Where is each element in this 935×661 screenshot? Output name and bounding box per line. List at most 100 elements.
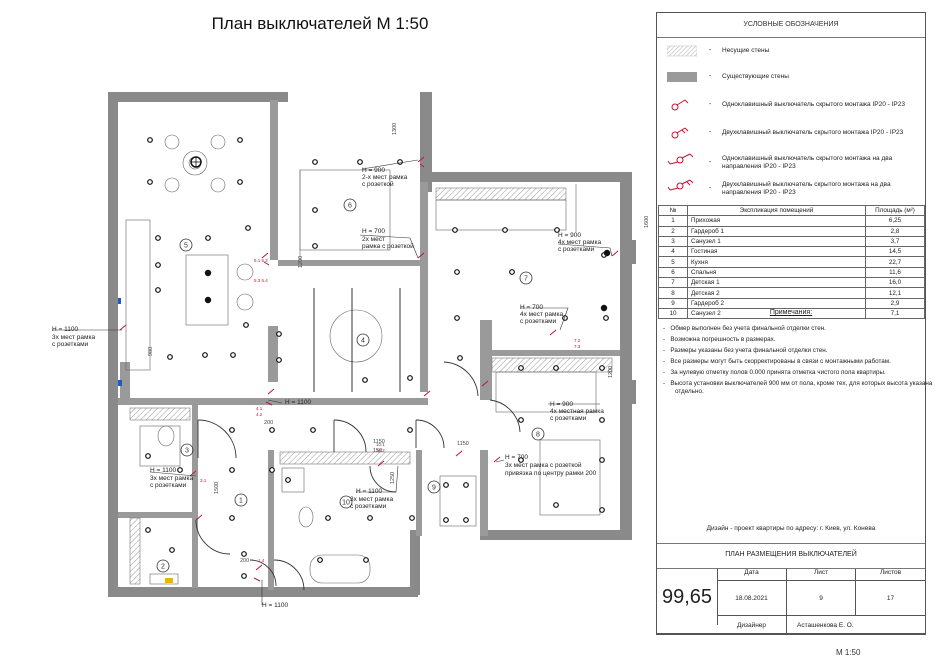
notes-title: Примечания: (769, 309, 813, 316)
light-points (145, 137, 609, 579)
annotation-line: 3х мест рамка (52, 334, 95, 341)
dim-label: 1300 (392, 123, 398, 135)
annotation-line: с розетками (350, 503, 387, 510)
table-header-row: № Экспликация помещений Площадь (м²) (658, 204, 925, 217)
dim-label: 200 (264, 420, 273, 426)
hatch-icon (667, 45, 697, 57)
note-item: - Возможна погрешность в размерах. (663, 336, 776, 343)
room-number: 8 (536, 432, 540, 439)
title-block: УСЛОВНЫЕ ОБОЗНАЧЕНИЯ - Несущие стены - С… (656, 12, 932, 634)
sheet-number: 9 (786, 580, 856, 616)
designer-name: Асташенкова Е. О. (786, 615, 926, 634)
annotation-h: H = 900 (550, 401, 573, 408)
annotation-h: H = 700 (520, 304, 543, 311)
dim-label: 1500 (214, 482, 220, 494)
annotation-h: H = 700 (505, 454, 528, 461)
svg-text:7.2: 7.2 (574, 338, 581, 343)
dim-label: 1200 (608, 366, 614, 378)
single-switch-icon (671, 99, 689, 111)
dim-label: 1150 (373, 439, 385, 445)
svg-text:4.1: 4.1 (256, 406, 263, 411)
annotation-h: H = 1100 (356, 488, 382, 495)
room-number: 10 (342, 500, 350, 507)
annotation-line: с розетками (150, 482, 187, 489)
legend-text: Существующие стены (722, 73, 789, 80)
annotation-line: с розетками (558, 246, 595, 253)
scale-label: М 1:50 (836, 648, 861, 657)
gray-fill-icon (667, 72, 697, 82)
interior-walls (118, 100, 620, 590)
room-number: 1 (239, 498, 243, 505)
room-number: 3 (185, 448, 189, 455)
floor-plan: 5.1 5.25.3 5.4 7.27.3 4.14.2 10.110.2 3.… (52, 92, 650, 609)
note-item: - Все размеры могут быть скорректированы… (663, 358, 891, 365)
sheets-total: 17 (855, 580, 925, 616)
annotation-h: H = 1100 (150, 467, 176, 474)
spot-lights (204, 249, 611, 312)
svg-text:4.2: 4.2 (256, 412, 263, 417)
annotation-line: с розетками (52, 341, 89, 348)
date-value: 18.08.2021 (717, 580, 787, 616)
annotation-line: 3х мест рамка с розеткой (505, 461, 582, 469)
annotation-h: H = 900 (558, 232, 581, 239)
dim-label: 1600 (644, 216, 650, 228)
legend-text: Одноклавишный выключатель скрытого монта… (722, 101, 905, 108)
total-area: 99,65 (657, 569, 718, 625)
annotation-line: с розетками (520, 318, 557, 325)
two-way-double-switch-icon (667, 179, 694, 191)
annotation-line: привязка по центру рамки 200 (505, 470, 597, 477)
annotation-line: 4х местная рамка (550, 408, 604, 415)
legend-text: Несущие стены (722, 47, 770, 54)
room-number: 6 (348, 203, 352, 210)
annotation-line: 4х мест рамка (558, 239, 601, 246)
two-way-switch-icon (667, 153, 694, 165)
annotation-line: с розеткой (362, 180, 394, 188)
annotation-line: 2-х мест рамка (362, 174, 408, 181)
legend-text: Двухклавишный выключатель скрытого монта… (722, 181, 891, 196)
outer-walls (108, 92, 636, 597)
annotation-line: рамка с розеткой (362, 242, 414, 250)
room-number: 4 (361, 338, 365, 345)
double-switch-icon (671, 127, 689, 139)
svg-text:3.1: 3.1 (200, 478, 207, 483)
annotation-line: 3х мест рамка (350, 496, 393, 503)
note-item: - Размеры указаны без учета финальной от… (663, 347, 828, 354)
annotation-line: 3х мест рамка (150, 475, 193, 482)
svg-text:5.3 5.4: 5.3 5.4 (254, 278, 268, 283)
svg-text:1.4: 1.4 (258, 558, 265, 563)
room-number: 9 (432, 485, 436, 492)
dim-label: 150 (373, 448, 382, 454)
switch-marks (119, 156, 619, 582)
sheet-title: План выключателей М 1:50 (211, 14, 429, 33)
dim-label: 980 (148, 347, 154, 356)
annotation-h: H = 700 (362, 228, 385, 235)
project-address: Дизайн - проект квартиры по адресу: г. К… (706, 525, 876, 532)
designer-label: Дизайнер (717, 615, 787, 634)
dim-label: 1200 (298, 256, 304, 268)
annotation-line: 2х мест (362, 236, 385, 243)
legend-text: Одноклавишный выключатель скрытого монта… (722, 155, 893, 170)
svg-text:10.1: 10.1 (376, 442, 385, 447)
legend-text: Двухклавишный выключатель скрытого монта… (722, 129, 904, 136)
dim-label: 200 (240, 558, 249, 564)
annotation-line: 4х мест рамка (520, 311, 563, 318)
legend-header: УСЛОВНЫЕ ОБОЗНАЧЕНИЯ (743, 21, 839, 28)
annotation-h: H = 1100 (262, 602, 288, 609)
room-number: 7 (524, 276, 528, 283)
note-item: - За нулевую отметку полов 0.000 принята… (663, 369, 886, 376)
room-number: 5 (184, 243, 188, 250)
svg-text:10.2: 10.2 (376, 448, 385, 453)
annotation-h: H = 1100 (285, 399, 311, 406)
annotation-h: H = 1100 (52, 326, 78, 333)
note-item: - Высота установки выключателей 900 мм о… (663, 380, 933, 395)
